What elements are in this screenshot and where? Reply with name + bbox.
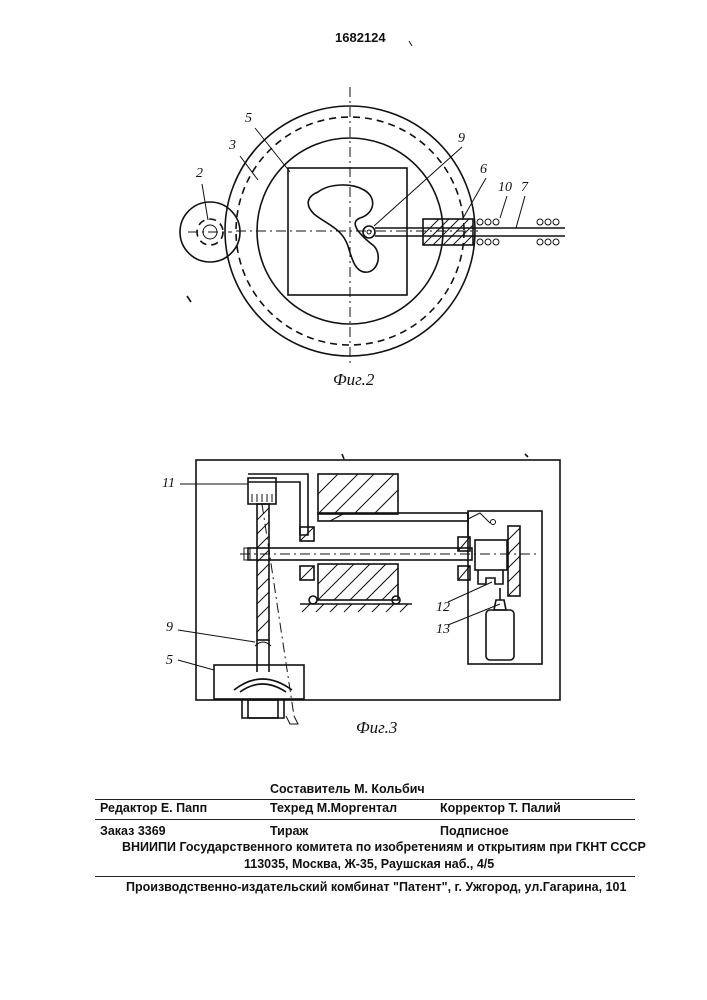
circulation-line: Тираж (270, 824, 308, 838)
drum-lower (318, 564, 398, 600)
footer-rule-middle (95, 819, 635, 820)
techred-line: Техред М.Моргентал (270, 801, 397, 815)
footer-rule-bottom (95, 876, 635, 877)
corrector-line: Корректор Т. Палий (440, 801, 561, 815)
cam-block (475, 540, 507, 570)
order-line: Заказ 3369 (100, 824, 166, 838)
footer-rule-top (95, 799, 635, 800)
fig3-label-12: 12 (436, 600, 450, 616)
subscription-line: Подписное (440, 824, 509, 838)
address-line: 113035, Москва, Ж-35, Раушская наб., 4/5 (244, 857, 494, 871)
fig3-label-13: 13 (436, 622, 450, 638)
compiler-line: Составитель М. Кольбич (270, 782, 425, 796)
fig3-label-5: 5 (166, 653, 173, 669)
drum-upper (318, 474, 398, 514)
fig3-label-9: 9 (166, 620, 173, 636)
editor-line: Редактор Е. Папп (100, 801, 207, 815)
workpiece-holder-5 (214, 665, 304, 699)
figure-3-caption: Фиг.3 (356, 718, 397, 738)
motor-13 (486, 610, 514, 660)
publisher-line: Производственно-издательский комбинат "П… (126, 880, 626, 894)
fig3-label-11: 11 (162, 476, 175, 492)
institute-line: ВНИИПИ Государственного комитета по изоб… (122, 840, 646, 854)
